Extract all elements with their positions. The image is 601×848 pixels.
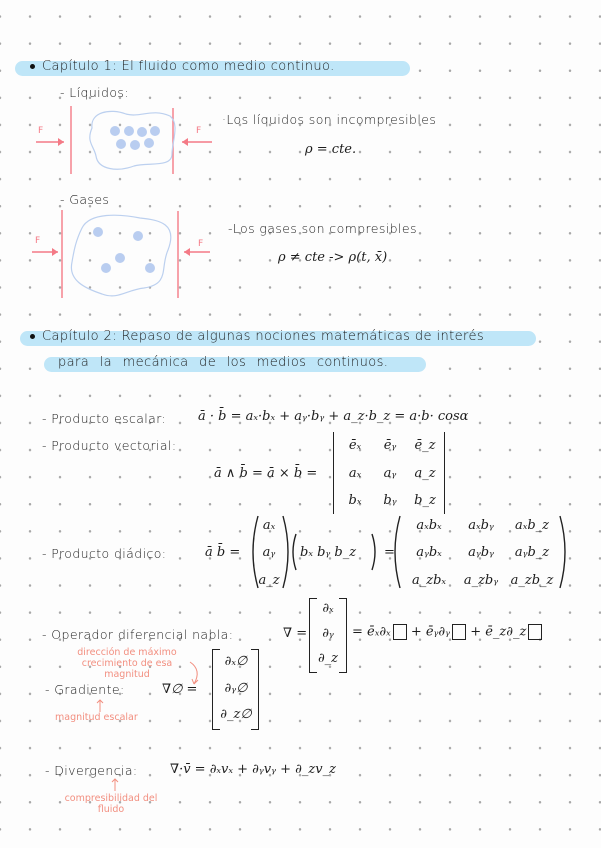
column-vector-cell: aᵧ bbox=[262, 545, 276, 560]
gases-label: - Gases bbox=[60, 192, 110, 207]
chapter2-highlight-line1 bbox=[20, 331, 536, 346]
gradient-vector-brackets bbox=[212, 649, 259, 729]
dyadic-product-lhs: ā b̄ = bbox=[205, 545, 241, 560]
gradient-vector-cell: ∂ₓ∅ bbox=[224, 654, 248, 669]
nabla-vector-cell: ∂ₓ bbox=[322, 601, 334, 616]
nabla-vector-cell: ∂_z bbox=[317, 651, 339, 666]
det-cell: aᵧ bbox=[383, 466, 397, 481]
determinant-bars bbox=[333, 432, 445, 514]
nabla-vector-cell: ∂ᵧ bbox=[322, 626, 334, 641]
nabla-vector-brackets bbox=[309, 598, 347, 672]
gradient-label: - Gradiente: bbox=[45, 682, 125, 697]
gradient-vector-cell: ∂ᵧ∅ bbox=[224, 681, 248, 696]
placeholder-box-icon bbox=[452, 624, 467, 640]
chapter1-heading: Capítulo 1: El fluido como medio continu… bbox=[30, 59, 335, 74]
nabla-label: - Operador diferencial nabla: bbox=[42, 627, 234, 642]
gradient-vector-cell: ∂_z∅ bbox=[220, 707, 252, 722]
det-cell: aₓ bbox=[348, 466, 362, 481]
svg-text:F: F bbox=[196, 126, 201, 136]
dyadic-cell: a_zb_z bbox=[510, 573, 554, 588]
liquids-note: ·Los líquidos son incompresibles bbox=[222, 112, 437, 127]
gradient-lhs: ∇∅ = bbox=[162, 682, 198, 697]
chapter2-heading-line2: para la mecánica de los medios continuos… bbox=[58, 355, 389, 370]
bullet-icon bbox=[30, 334, 35, 339]
dyadic-equals: = bbox=[384, 545, 395, 560]
gradient-note-top: dirección de máximo crecimiento de esa m… bbox=[77, 647, 177, 680]
dyadic-product-label: - Producto diádico: bbox=[42, 546, 167, 561]
scalar-product-formula: ā · b̄ = aₓ·bₓ + aᵧ·bᵧ + a_z·b_z = a·b· … bbox=[198, 409, 469, 424]
liquids-label: - Líquidos: bbox=[60, 85, 129, 100]
dyadic-parentheses bbox=[252, 515, 566, 589]
dyadic-cell: aₓb_z bbox=[514, 518, 550, 533]
dyadic-cell: aₓbₓ bbox=[416, 518, 442, 533]
svg-text:F: F bbox=[198, 239, 203, 249]
row-vector: bₓ bᵧ b_z bbox=[300, 545, 357, 560]
divergence-note: compresibilidad del fluido bbox=[64, 793, 158, 815]
svg-text:F: F bbox=[35, 236, 40, 246]
liquids-formula: ρ = cte. bbox=[305, 142, 357, 157]
annotation-arrow-icon bbox=[96, 699, 104, 712]
det-cell: ē_z bbox=[414, 438, 436, 453]
annotation-arrow-icon bbox=[189, 661, 199, 685]
gradient-note-bottom: magnitud escalar bbox=[55, 712, 138, 723]
nabla-rhs: = ēₓ∂ₓ + ēᵧ∂ᵧ + ē_z∂_z bbox=[352, 624, 543, 640]
det-cell: ēₓ bbox=[348, 438, 362, 453]
nabla-lhs: ∇ = bbox=[283, 626, 308, 641]
det-cell: bₓ bbox=[348, 493, 362, 508]
gases-formula: ρ ≠ cte -> ρ(t, x̄) bbox=[278, 250, 388, 265]
dyadic-cell: aᵧbᵧ bbox=[468, 545, 494, 560]
placeholder-box-icon bbox=[392, 624, 407, 640]
vector-product-lhs: ā ∧ b̄ = ā × b̄ = bbox=[214, 466, 318, 481]
chapter2-heading-line1: Capítulo 2: Repaso de algunas nociones m… bbox=[30, 329, 484, 344]
dyadic-cell: a_zbₓ bbox=[411, 573, 447, 588]
dyadic-cell: aᵧb_z bbox=[514, 545, 550, 560]
vector-product-label: - Producto vectorial: bbox=[42, 438, 177, 453]
det-cell: a_z bbox=[414, 466, 436, 481]
bullet-icon bbox=[30, 64, 35, 69]
divergence-formula: ∇·v̄ = ∂ₓvₓ + ∂ᵧvᵧ + ∂_zv_z bbox=[170, 762, 336, 777]
dyadic-cell: a_zbᵧ bbox=[463, 573, 499, 588]
force-label: F bbox=[38, 126, 43, 136]
dyadic-cell: aₓbᵧ bbox=[468, 518, 494, 533]
chapter1-highlight bbox=[15, 61, 410, 76]
chapter2-highlight-line2 bbox=[44, 357, 426, 372]
placeholder-box-icon bbox=[528, 624, 543, 640]
divergence-label: - Divergencia: bbox=[45, 763, 138, 778]
gas-diagram: F F bbox=[32, 210, 210, 298]
liquid-diagram: F F bbox=[36, 106, 212, 174]
column-vector-cell: a_z bbox=[258, 573, 280, 588]
scalar-product-label: - Producto escalar: bbox=[42, 411, 167, 426]
gases-note: -Los gases son compresibles bbox=[228, 221, 417, 236]
dyadic-cell: aᵧbₓ bbox=[416, 545, 442, 560]
column-vector-cell: aₓ bbox=[262, 518, 276, 533]
annotation-arrow-icon bbox=[111, 778, 119, 791]
det-cell: bᵧ bbox=[383, 493, 397, 508]
det-cell: b_z bbox=[414, 493, 436, 508]
det-cell: ēᵧ bbox=[383, 438, 397, 453]
